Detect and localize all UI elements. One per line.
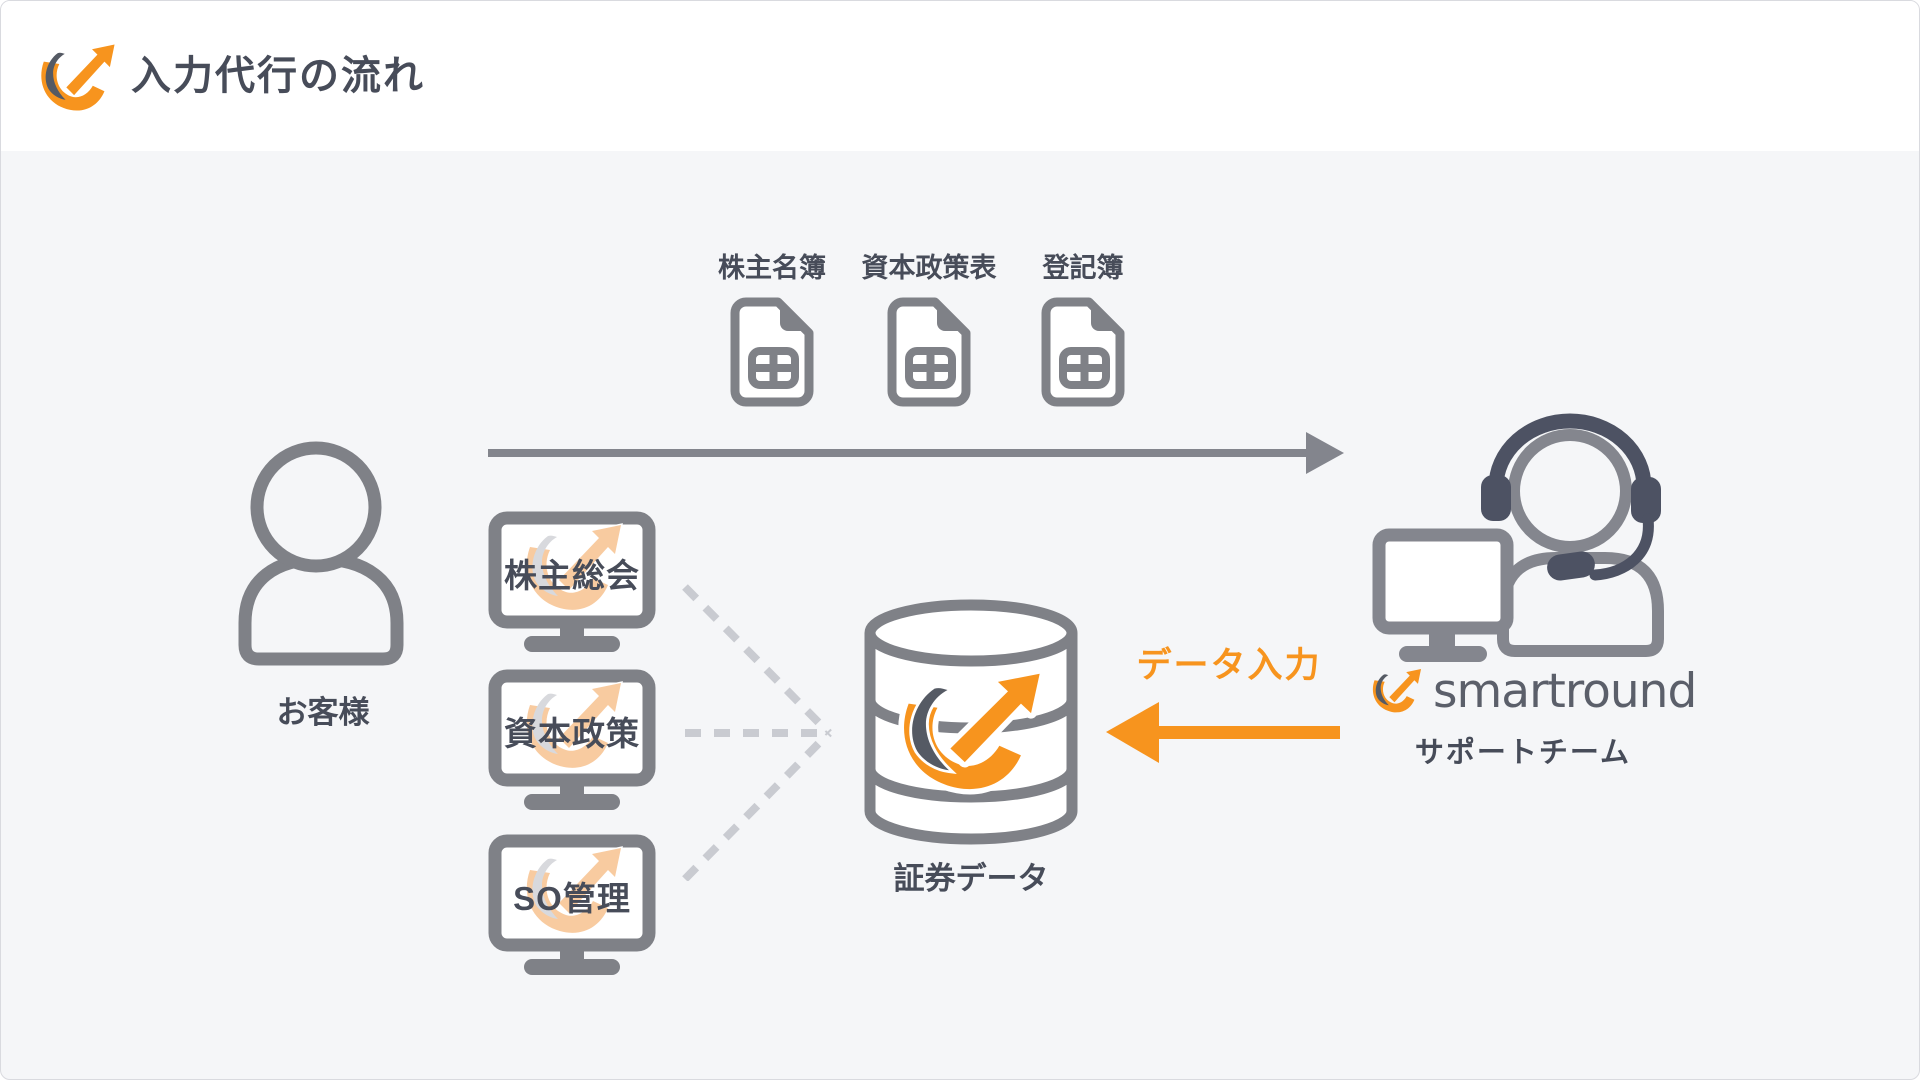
arrow-right-icon — [488, 432, 1344, 474]
system-label: 株主総会 — [504, 557, 640, 594]
database-label: 証券データ — [893, 861, 1049, 896]
smartround-swoosh-arrow-icon — [1372, 668, 1422, 714]
headset-band-icon — [1488, 413, 1652, 488]
spreadsheet-file-icon — [730, 297, 814, 407]
monitor-icon — [488, 834, 656, 975]
person-icon — [238, 441, 404, 666]
document-label: 資本政策表 — [861, 253, 997, 283]
system-monitor: SO管理 — [488, 834, 656, 975]
arrow-left-icon — [1106, 702, 1340, 763]
system-monitor: 株主総会 — [488, 511, 656, 652]
headset-earcup-icon — [1631, 477, 1661, 523]
dashed-connector-icon — [682, 584, 832, 881]
smartround-watermark-icon — [526, 681, 623, 768]
monitor-icon — [488, 511, 656, 652]
agent-head — [1508, 429, 1632, 553]
support-agent-icon — [1372, 413, 1664, 662]
monitor-icon — [488, 669, 656, 810]
headset-mic-icon — [1547, 551, 1595, 581]
smartround-watermark-icon — [526, 523, 623, 610]
smartround-watermark-icon — [526, 846, 623, 933]
diagram-canvas: 株主名簿 資本政策表 登記簿 お客 — [1, 151, 1919, 1079]
spreadsheet-file-icon — [1041, 297, 1125, 407]
headset-mic-boom-icon — [1589, 513, 1654, 581]
system-label: 資本政策 — [504, 715, 640, 752]
agent-monitor-icon — [1372, 528, 1514, 662]
customer-label: お客様 — [276, 695, 370, 730]
document-label: 登記簿 — [1042, 253, 1124, 283]
system-monitor: 資本政策 — [488, 669, 656, 810]
database-icon — [864, 599, 1078, 845]
data-input-label: データ入力 — [1136, 646, 1322, 685]
header: 入力代行の流れ — [1, 1, 1919, 151]
smartround-swoosh-arrow-icon — [40, 43, 116, 112]
system-label: SO管理 — [513, 880, 631, 917]
brand-wordmark: smartround — [1433, 663, 1697, 719]
document-label: 株主名簿 — [718, 253, 826, 283]
smartround-brand: smartround — [1371, 663, 1697, 719]
smartround-swoosh-arrow-icon — [898, 668, 1046, 795]
spreadsheet-file-icon — [887, 297, 971, 407]
support-team-label: サポートチーム — [1414, 737, 1632, 769]
headset-earcup-icon — [1481, 475, 1511, 521]
page-title: 入力代行の流れ — [131, 54, 425, 98]
